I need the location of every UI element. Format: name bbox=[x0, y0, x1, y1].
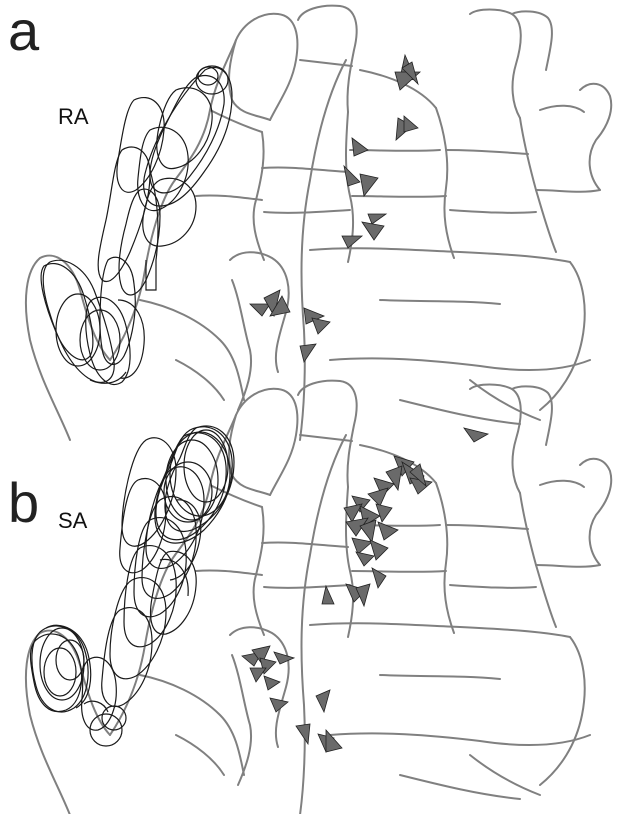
panel-letter-a: a bbox=[8, 0, 40, 62]
triangle-marker-icon bbox=[464, 428, 488, 442]
triangle-marker-icon bbox=[404, 116, 418, 132]
triangle-marker-icon bbox=[322, 586, 334, 604]
triangle-marker-icon bbox=[274, 652, 294, 664]
triangle-marker-icon bbox=[352, 538, 372, 554]
triangle-marker-icon bbox=[356, 552, 374, 566]
triangle-marker-icon bbox=[250, 304, 270, 316]
triangle-marker-icon bbox=[342, 236, 362, 248]
triangle-marker-icon bbox=[362, 222, 384, 240]
triangle-marker-icon bbox=[270, 698, 288, 712]
hand-outline-a bbox=[26, 6, 611, 440]
panel-label-ra: RA bbox=[58, 104, 89, 129]
panel-letter-b: b bbox=[8, 471, 39, 534]
triangle-marker-icon bbox=[316, 690, 330, 712]
panel-a: a RA bbox=[8, 0, 611, 440]
triangle-marker-icon bbox=[360, 174, 378, 196]
hand-outline-b bbox=[26, 381, 611, 814]
triangle-marker-icon bbox=[368, 214, 386, 224]
triangle-marker-icon bbox=[250, 668, 266, 682]
triangle-marker-icon bbox=[264, 676, 280, 690]
triangle-marker-icon bbox=[326, 730, 342, 752]
receptive-fields-sa bbox=[31, 426, 235, 746]
triangle-marker-icon bbox=[296, 724, 310, 744]
triangle-marker-icon bbox=[300, 344, 316, 362]
triangle-marker-icon bbox=[368, 488, 388, 506]
triangle-marker-icon bbox=[376, 504, 392, 522]
triangle-marker-icon bbox=[352, 138, 368, 156]
panel-label-sa: SA bbox=[58, 508, 88, 533]
triangle-marker-icon bbox=[312, 318, 330, 334]
panel-b: b SA bbox=[8, 381, 611, 814]
markers-ra bbox=[250, 55, 420, 362]
triangle-marker-icon bbox=[344, 166, 360, 186]
